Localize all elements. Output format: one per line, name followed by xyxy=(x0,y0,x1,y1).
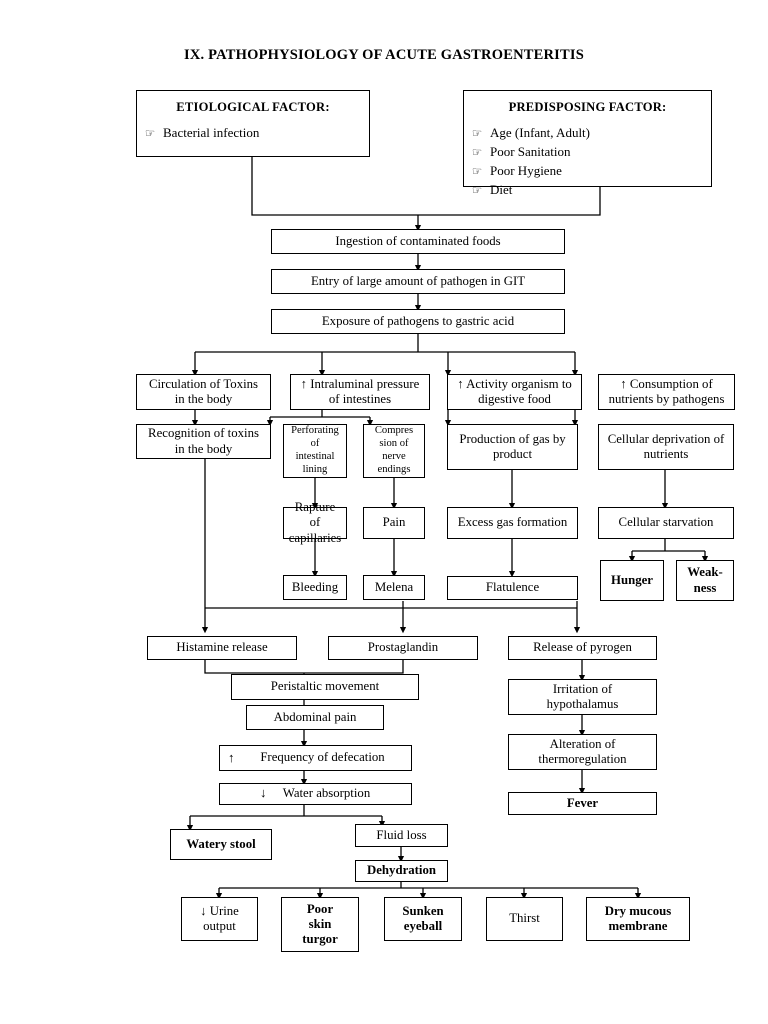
node-intraluminal-pressure: ↑ Intraluminal pressure of intestines xyxy=(290,374,430,410)
node-entry: Entry of large amount of pathogen in GIT xyxy=(271,269,565,294)
list-item-label: Poor Hygiene xyxy=(490,162,562,178)
node-consumption-nutrients: ↑ Consumption of nutrients by pathogens xyxy=(598,374,735,410)
up-arrow-icon: ↑ xyxy=(228,750,235,765)
predisposing-factor-list: ☞ Age (Infant, Adult) ☞ Poor Sanitation ☞ P… xyxy=(464,115,711,199)
list-item: ☞ Diet xyxy=(464,180,711,199)
node-fluid-loss: Fluid loss xyxy=(355,824,448,847)
node-release-of-pyrogen: Release of pyrogen xyxy=(508,636,657,660)
list-item: ☞ Poor Hygiene xyxy=(464,161,711,180)
list-item-label: Bacterial infection xyxy=(163,124,260,140)
node-fever: Fever xyxy=(508,792,657,815)
list-item: ☞ Bacterial infection xyxy=(137,123,369,142)
node-activity-organism: ↑ Activity organism to digestive food xyxy=(447,374,582,410)
node-circulation-of-toxins: Circulation of Toxins in the body xyxy=(136,374,271,410)
node-melena: Melena xyxy=(363,575,425,600)
node-bleeding: Bleeding xyxy=(283,575,347,600)
node-water-absorption-label: Water absorption xyxy=(282,786,371,801)
node-flatulence: Flatulence xyxy=(447,576,578,600)
node-excess-gas-formation: Excess gas formation xyxy=(447,507,578,539)
node-sunken-eyeball: Sunken eyeball xyxy=(384,897,462,941)
predisposing-factor-caption: PREDISPOSING FACTOR: xyxy=(508,100,667,114)
hand-pointer-icon: ☞ xyxy=(471,165,483,178)
node-hunger: Hunger xyxy=(600,560,664,601)
node-thirst: Thirst xyxy=(486,897,563,941)
page-title: IX. PATHOPHYSIOLOGY OF ACUTE GASTROENTER… xyxy=(184,47,584,63)
etiological-factor-panel: ETIOLOGICAL FACTOR: ☞ Bacterial infection xyxy=(136,90,370,157)
list-item-label: Age (Infant, Adult) xyxy=(490,124,591,140)
down-arrow-icon: ↓ xyxy=(260,785,267,800)
node-weakness: Weak- ness xyxy=(676,560,734,601)
node-perforating-intestinal-lining: Perforating of intestinal lining xyxy=(283,424,347,478)
node-compression-nerve-endings: Compres sion of nerve endings xyxy=(363,424,425,478)
node-frequency-of-defecation: ↑ Frequency of defecation xyxy=(219,745,412,771)
list-item: ☞ Poor Sanitation xyxy=(464,142,711,161)
node-cellular-deprivation: Cellular deprivation of nutrients xyxy=(598,424,734,470)
node-ingestion: Ingestion of contaminated foods xyxy=(271,229,565,254)
node-poor-skin-turgor: Poor skin turgor xyxy=(281,897,359,952)
node-alteration-thermoregulation: Alteration of thermoregulation xyxy=(508,734,657,770)
list-item-label: Diet xyxy=(490,181,513,197)
node-frequency-label: Frequency of defecation xyxy=(260,750,385,765)
node-histamine-release: Histamine release xyxy=(147,636,297,660)
predisposing-factor-panel: PREDISPOSING FACTOR: ☞ Age (Infant, Adult… xyxy=(463,90,712,197)
etiological-factor-caption: ETIOLOGICAL FACTOR: xyxy=(176,100,330,114)
node-dehydration: Dehydration xyxy=(355,860,448,882)
node-dry-mucous-membrane: Dry mucous membrane xyxy=(586,897,690,941)
hand-pointer-icon: ☞ xyxy=(471,127,483,140)
node-exposure: Exposure of pathogens to gastric acid xyxy=(271,309,565,334)
node-abdominal-pain: Abdominal pain xyxy=(246,705,384,730)
etiological-factor-list: ☞ Bacterial infection xyxy=(137,115,369,142)
list-item-label: Poor Sanitation xyxy=(490,143,571,159)
node-water-absorption: ↓ Water absorption xyxy=(219,783,412,805)
node-irritation-hypothalamus: Irritation of hypothalamus xyxy=(508,679,657,715)
node-rapture-of-capillaries: Rapture of capillaries xyxy=(283,500,347,545)
node-peristaltic-movement: Peristaltic movement xyxy=(231,674,419,700)
hand-pointer-icon: ☞ xyxy=(471,184,483,197)
node-cellular-starvation: Cellular starvation xyxy=(598,507,734,539)
node-prostaglandin: Prostaglandin xyxy=(328,636,478,660)
node-recognition-of-toxins: Recognition of toxins in the body xyxy=(136,424,271,459)
node-production-of-gas: Production of gas by product xyxy=(447,424,578,470)
list-item: ☞ Age (Infant, Adult) xyxy=(464,123,711,142)
hand-pointer-icon: ☞ xyxy=(471,146,483,159)
hand-pointer-icon: ☞ xyxy=(144,127,156,140)
node-urine-output: ↓ Urine output xyxy=(181,897,258,941)
node-watery-stool: Watery stool xyxy=(170,829,272,860)
node-pain: Pain xyxy=(363,507,425,539)
